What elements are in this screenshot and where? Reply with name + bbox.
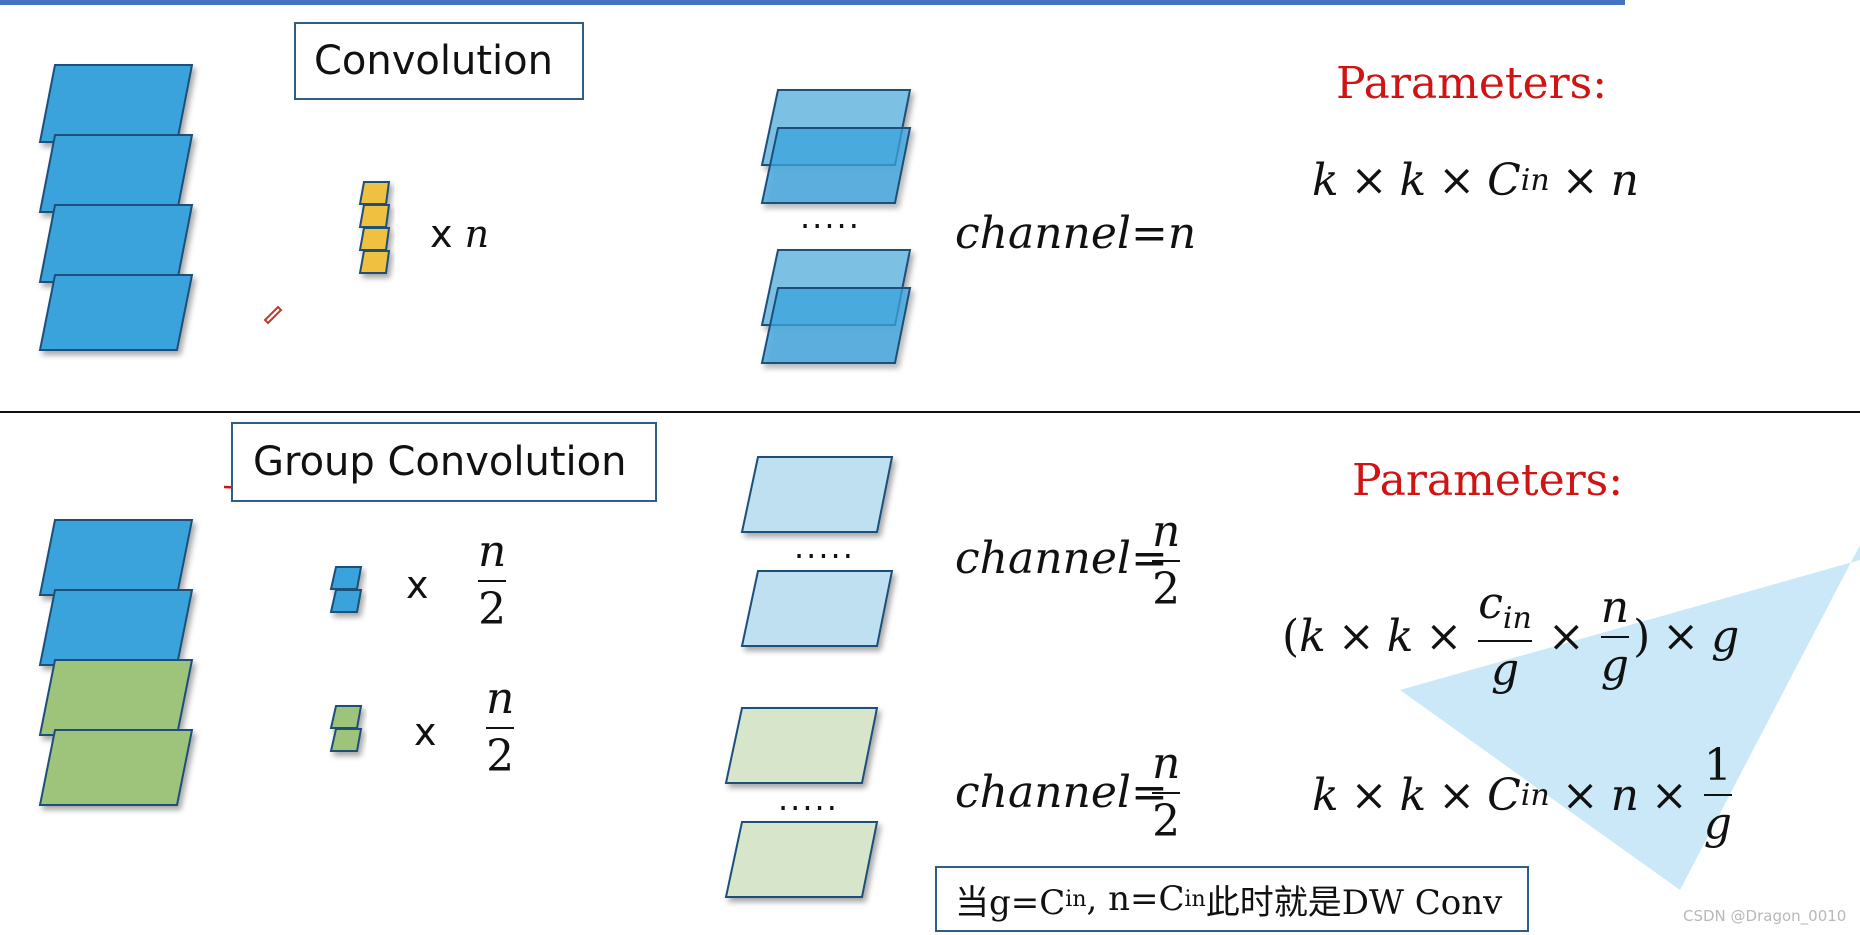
top-parameters-label: Parameters: [1336,58,1608,109]
group2-output-top [724,707,879,784]
group-input-stack [38,519,194,806]
cin-over-g-fraction: cin g [1478,578,1532,695]
convolution-title-box: Convolution [294,22,584,100]
group1-kernel [329,566,363,613]
group2-multiplier: x [414,710,437,754]
group2-output-bottom [724,821,879,898]
group2-kernel [329,705,363,752]
kernel-stack [358,181,391,274]
output-stack-top [760,89,912,204]
input-layer-4 [38,274,194,351]
group2-output-dots: ..... [778,780,839,818]
kernel-count-label: x n [430,212,490,256]
group-input-layer-4 [38,729,194,806]
input-layer-2 [38,134,194,213]
group1-multiplier: x [406,563,429,607]
group1-channel-fraction: n 2 [1152,506,1181,615]
convolution-title: Convolution [314,38,553,84]
output-stack-bottom [760,249,912,364]
group-input-layer-3 [38,659,194,736]
pen-cursor-icon [263,305,283,325]
group2-channel-fraction: n 2 [1152,738,1181,847]
top-accent-bar [0,0,1625,5]
group1-output-top [740,456,894,533]
group-input-layer-2 [38,589,194,666]
input-layer-3 [38,204,194,283]
group2-channel-label: channel= [955,767,1168,818]
group1-fraction: n 2 [478,526,507,635]
group1-output-dots: ..... [794,528,855,566]
group-param-formula: ( k × k × cin g × n g ) × g [1282,578,1740,695]
one-over-g-fraction: 1 g [1703,740,1732,849]
top-channel-label: channel=n [955,208,1197,259]
group-convolution-title-box: Group Convolution [231,422,657,502]
group-input-layer-1 [38,519,194,596]
input-layer-1 [38,64,194,143]
group1-channel-label: channel= [955,533,1168,584]
group1-output-bottom [740,570,894,647]
top-output-dots: ..... [800,198,861,236]
decorative-triangle [1400,545,1860,890]
group-convolution-title: Group Convolution [253,439,627,485]
n-over-g-fraction: n g [1600,581,1630,691]
input-feature-stack [38,64,194,351]
group2-fraction: n 2 [486,673,515,782]
csdn-watermark: CSDN @Dragon_0010 [1683,907,1847,925]
bottom-parameters-label: Parameters: [1352,455,1624,506]
kernel-count-n: n [464,212,490,256]
